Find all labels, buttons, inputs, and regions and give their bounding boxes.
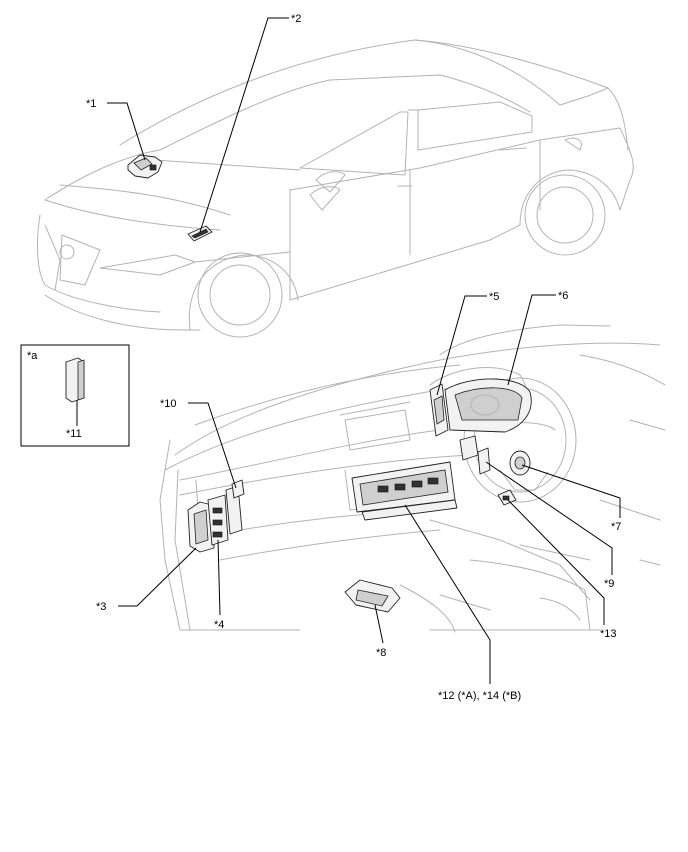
part-5-icon <box>429 383 449 437</box>
label-part-5: *5 <box>489 291 499 303</box>
part-13-icon <box>497 489 517 506</box>
label-part-8: *8 <box>376 647 386 659</box>
part-8-icon <box>344 579 401 613</box>
label-part-9: *9 <box>604 578 614 590</box>
label-part-13: *13 <box>600 628 617 640</box>
callout-labels: *1 *2 *5 *6 *a *10 *11 *7 *9 *3 *4 *13 *… <box>27 13 621 702</box>
label-part-10: *10 <box>160 398 177 410</box>
vehicle-exterior-illustration <box>36 39 634 338</box>
part-9-icon <box>477 447 491 475</box>
part-7-icon <box>509 450 531 476</box>
part-3-icon <box>187 501 215 553</box>
column-connector-icon <box>459 435 479 461</box>
part-6-icon <box>444 378 532 433</box>
label-inset-a: *a <box>27 350 38 362</box>
label-part-11: *11 <box>66 428 82 440</box>
part-12-14-icon <box>351 461 458 521</box>
label-part-4: *4 <box>214 619 224 631</box>
label-part-1: *1 <box>86 98 96 110</box>
part-2-icon <box>187 225 213 242</box>
leader-lines <box>76 17 621 684</box>
part-10-icon <box>225 479 245 535</box>
label-part-6: *6 <box>558 290 568 302</box>
part-1-icon <box>127 154 163 179</box>
label-part-7: *7 <box>611 521 621 533</box>
label-part-12-14: *12 (*A), *14 (*B) <box>438 690 521 702</box>
inset-box <box>20 344 130 447</box>
part-4-icon <box>207 494 229 546</box>
label-part-2: *2 <box>291 13 301 25</box>
label-part-3: *3 <box>96 601 106 613</box>
